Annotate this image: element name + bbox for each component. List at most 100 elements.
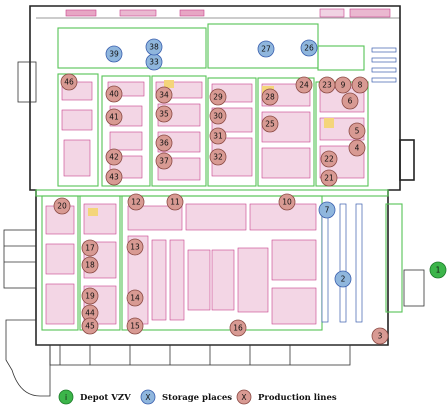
marker-storage-39: 39 xyxy=(105,45,123,63)
marker-production-19: 19 xyxy=(81,287,99,305)
marker-label: 23 xyxy=(322,81,332,90)
marker-circle xyxy=(166,193,184,211)
marker-label: 14 xyxy=(130,294,140,303)
marker-production-11: 11 xyxy=(166,193,184,211)
bottom-structures xyxy=(5,269,425,397)
marker-label: 43 xyxy=(109,173,119,182)
marker-label: 4 xyxy=(355,144,360,153)
marker-label: 32 xyxy=(213,153,223,162)
marker-circle xyxy=(348,139,366,157)
marker-storage-7: 7 xyxy=(318,201,336,219)
marker-production-30: 30 xyxy=(209,107,227,125)
marker-circle xyxy=(318,201,336,219)
marker-label: 41 xyxy=(109,113,119,122)
marker-circle xyxy=(209,88,227,106)
marker-circle xyxy=(105,168,123,186)
marker-production-13: 13 xyxy=(126,238,144,256)
marker-production-45: 45 xyxy=(81,317,99,335)
marker-label: 10 xyxy=(282,198,292,207)
marker-label: 2 xyxy=(341,275,346,284)
legend-storage-swatch xyxy=(140,389,156,405)
marker-circle xyxy=(278,193,296,211)
marker-label: 45 xyxy=(85,322,95,331)
zone-outlines xyxy=(35,23,403,331)
marker-circle xyxy=(209,148,227,166)
marker-label: 20 xyxy=(57,202,67,211)
marker-production-16: 16 xyxy=(229,319,247,337)
marker-production-29: 29 xyxy=(209,88,227,106)
marker-production-28: 28 xyxy=(261,88,279,106)
marker-circle xyxy=(341,92,359,110)
marker-label: 27 xyxy=(261,45,271,54)
marker-circle xyxy=(53,197,71,215)
marker-circle xyxy=(320,150,338,168)
marker-circle xyxy=(155,86,173,104)
legend-storage-label: Storage places xyxy=(162,393,232,403)
marker-label: 1 xyxy=(436,266,441,275)
legend-production-swatch xyxy=(236,389,252,405)
marker-circle xyxy=(126,317,144,335)
marker-circle xyxy=(105,148,123,166)
marker-label: 15 xyxy=(130,322,140,331)
legend: i Depot VZV X Storage places X Productio… xyxy=(58,389,337,405)
marker-label: 12 xyxy=(131,198,141,207)
marker-label: 18 xyxy=(85,261,95,270)
marker-circle xyxy=(320,169,338,187)
marker-circle xyxy=(209,107,227,125)
marker-label: 11 xyxy=(170,198,180,207)
marker-circle xyxy=(261,115,279,133)
marker-label: 31 xyxy=(213,132,223,141)
marker-production-46: 46 xyxy=(60,73,78,91)
marker-circle xyxy=(105,45,123,63)
marker-circle xyxy=(81,239,99,257)
marker-circle xyxy=(81,256,99,274)
marker-label: 40 xyxy=(109,90,119,99)
marker-label: 30 xyxy=(213,112,223,121)
marker-production-20: 20 xyxy=(53,197,71,215)
marker-production-3: 3 xyxy=(371,327,389,345)
marker-circle xyxy=(209,127,227,145)
marker-label: 8 xyxy=(358,81,363,90)
marker-label: 33 xyxy=(149,58,159,67)
marker-label: 5 xyxy=(355,127,360,136)
marker-production-40: 40 xyxy=(105,85,123,103)
legend-depot-swatch xyxy=(58,389,74,405)
marker-circle xyxy=(105,85,123,103)
marker-label: 34 xyxy=(159,91,169,100)
marker-label: 19 xyxy=(85,292,95,301)
marker-production-42: 42 xyxy=(105,148,123,166)
marker-label: 39 xyxy=(109,50,119,59)
marker-production-34: 34 xyxy=(155,86,173,104)
marker-circle xyxy=(126,238,144,256)
marker-label: 13 xyxy=(130,243,140,252)
marker-label: 7 xyxy=(325,206,330,215)
marker-label: 22 xyxy=(324,155,334,164)
marker-production-43: 43 xyxy=(105,168,123,186)
marker-production-15: 15 xyxy=(126,317,144,335)
marker-circle xyxy=(295,76,313,94)
marker-circle xyxy=(81,287,99,305)
marker-production-9: 9 xyxy=(334,76,352,94)
marker-production-18: 18 xyxy=(81,256,99,274)
legend-depot-symbol: i xyxy=(65,393,67,402)
marker-label: 16 xyxy=(233,324,243,333)
left-annex xyxy=(3,61,37,289)
marker-production-41: 41 xyxy=(105,108,123,126)
marker-label: 24 xyxy=(299,81,309,90)
marker-circle xyxy=(155,152,173,170)
marker-production-37: 37 xyxy=(155,152,173,170)
marker-label: 35 xyxy=(159,110,169,119)
marker-circle xyxy=(145,38,163,56)
marker-label: 17 xyxy=(85,244,95,253)
marker-circle xyxy=(229,319,247,337)
marker-circle xyxy=(261,88,279,106)
marker-storage-27: 27 xyxy=(257,40,275,58)
marker-production-12: 12 xyxy=(127,193,145,211)
marker-label: 25 xyxy=(265,120,275,129)
marker-production-14: 14 xyxy=(126,289,144,307)
marker-depot-1: 1 xyxy=(429,261,447,279)
marker-production-10: 10 xyxy=(278,193,296,211)
marker-circle xyxy=(351,76,369,94)
marker-circle xyxy=(429,261,447,279)
